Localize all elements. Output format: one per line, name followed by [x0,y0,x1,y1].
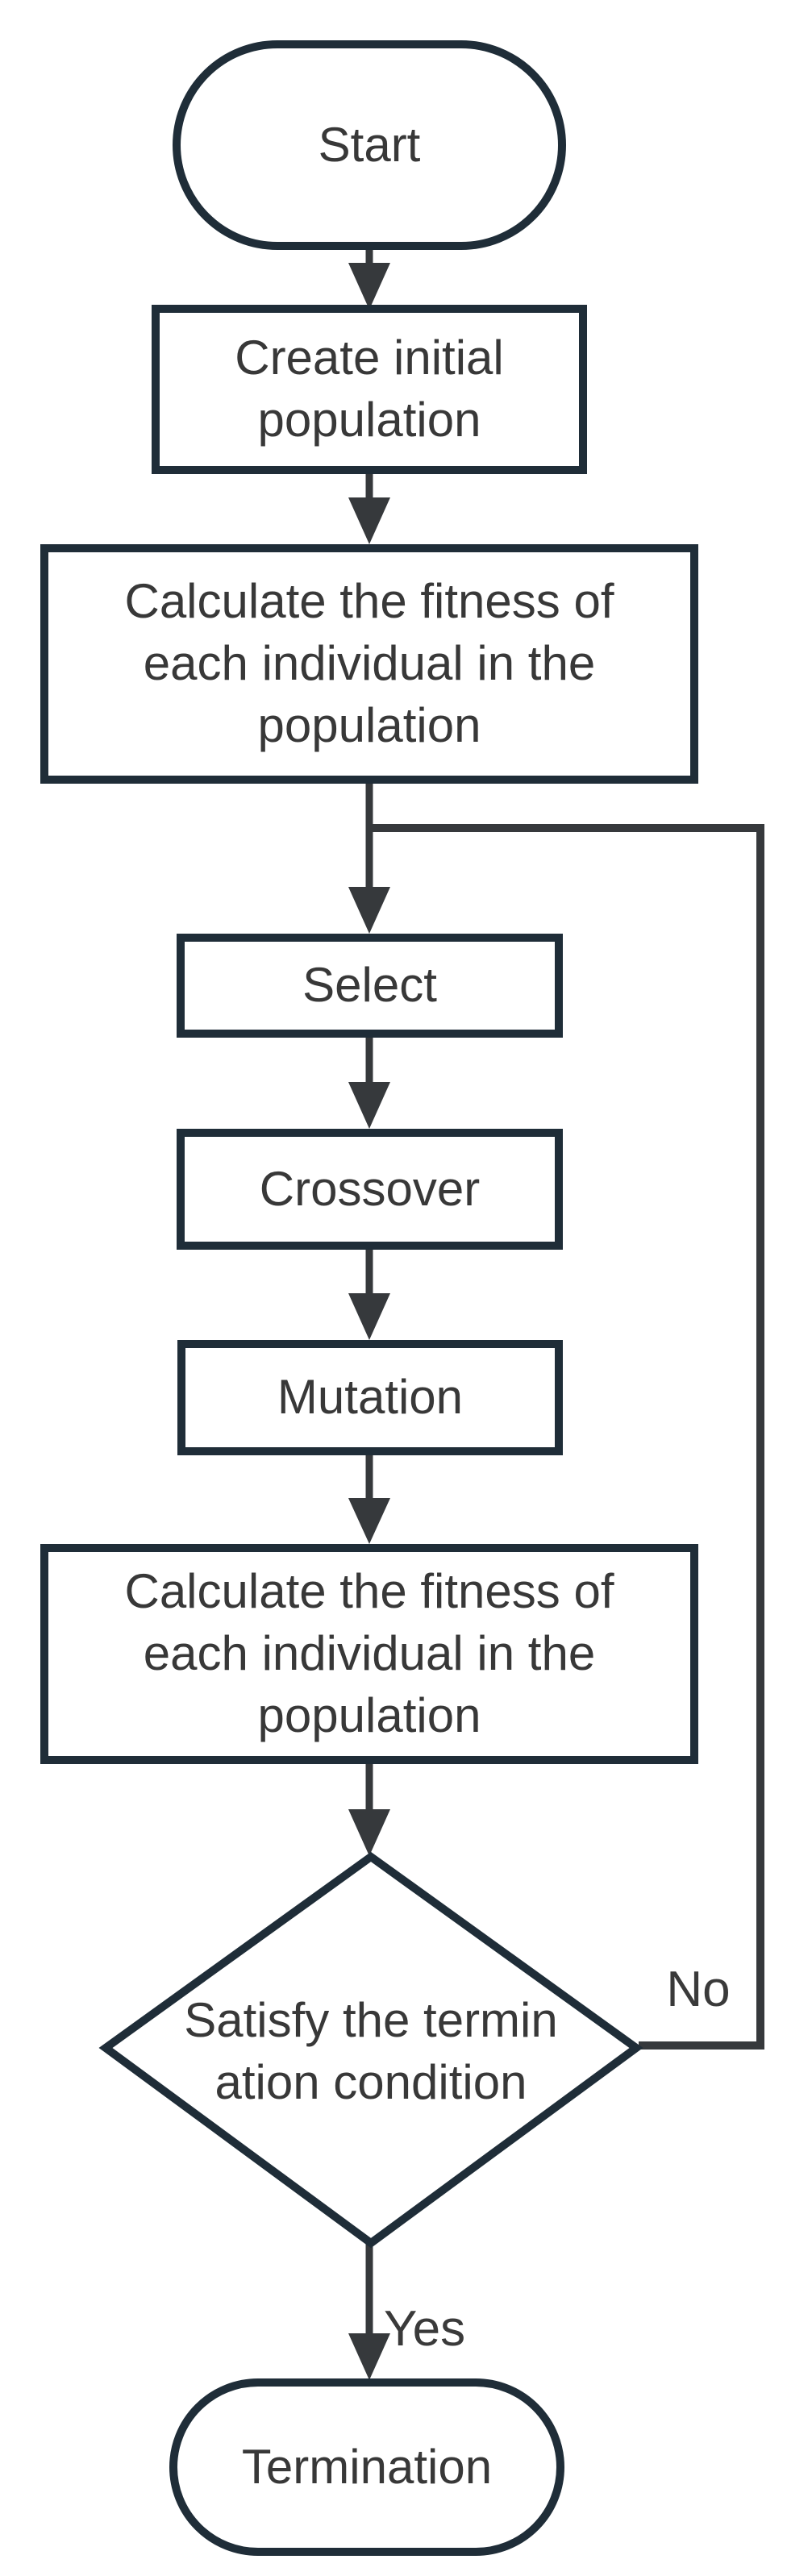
mutation-label-text: Mutation [277,1370,464,1425]
select-node-label: Select [177,934,563,1038]
decision-diamond-shape [98,1851,643,2249]
calculate-fitness-1-shape [40,544,698,784]
select-shape [177,934,563,1038]
no-loop-connector [369,824,764,2050]
edge-start-create-arrowhead [348,263,390,310]
calc-fitness-2-line-1: Calculate the fitness of [124,1564,614,1619]
edge-fitness1-select-arrowhead [348,887,390,934]
termination-label-text: Termination [241,2439,493,2494]
yes-edge-label: Yes [384,2301,466,2357]
termination-node-label: Termination [169,2378,564,2556]
crossover-shape [177,1129,563,1250]
decision-line-1: Satisfy the termin [184,1993,558,2048]
create-initial-line-1: Create initial [235,331,504,385]
decision-line-2: ation condition [214,2055,527,2109]
crossover-label-text: Crossover [259,1161,481,1216]
edge-select-crossover-arrowhead [348,1082,390,1129]
calculate-fitness-2-label: Calculate the fitness of each individual… [40,1544,698,1764]
crossover-node-label: Crossover [177,1129,563,1250]
edge-mutation-fitness2-arrowhead [348,1498,390,1544]
calc-fitness-1-line-3: population [257,697,481,752]
no-edge-label: No [666,1962,731,2017]
mutation-node-label: Mutation [177,1340,563,1455]
edge-crossover-mutation-arrowhead [348,1293,390,1340]
edge-decision-termination-arrowhead [348,2333,390,2380]
calculate-fitness-1-label: Calculate the fitness of each individual… [40,544,698,784]
select-label-text: Select [302,958,437,1013]
create-initial-population-shape [152,305,587,474]
calc-fitness-1-line-1: Calculate the fitness of [124,574,614,629]
decision-node-label: Satisfy the termin ation condition [121,1955,621,2149]
create-initial-line-2: population [257,393,481,447]
calc-fitness-1-line-2: each individual in the [143,636,596,691]
mutation-shape [177,1340,563,1455]
calculate-fitness-2-shape [40,1544,698,1764]
edge-create-fitness1-arrowhead [348,497,390,544]
termination-terminator-shape [169,2378,564,2556]
calc-fitness-2-line-2: each individual in the [143,1626,596,1681]
start-node-label: Start [173,40,566,250]
edge-fitness2-decision-arrowhead [348,1809,390,1856]
start-label-text: Start [318,117,421,172]
start-terminator-shape [173,40,566,250]
calc-fitness-2-line-3: population [257,1688,481,1742]
create-initial-population-label: Create initial population [152,305,587,474]
